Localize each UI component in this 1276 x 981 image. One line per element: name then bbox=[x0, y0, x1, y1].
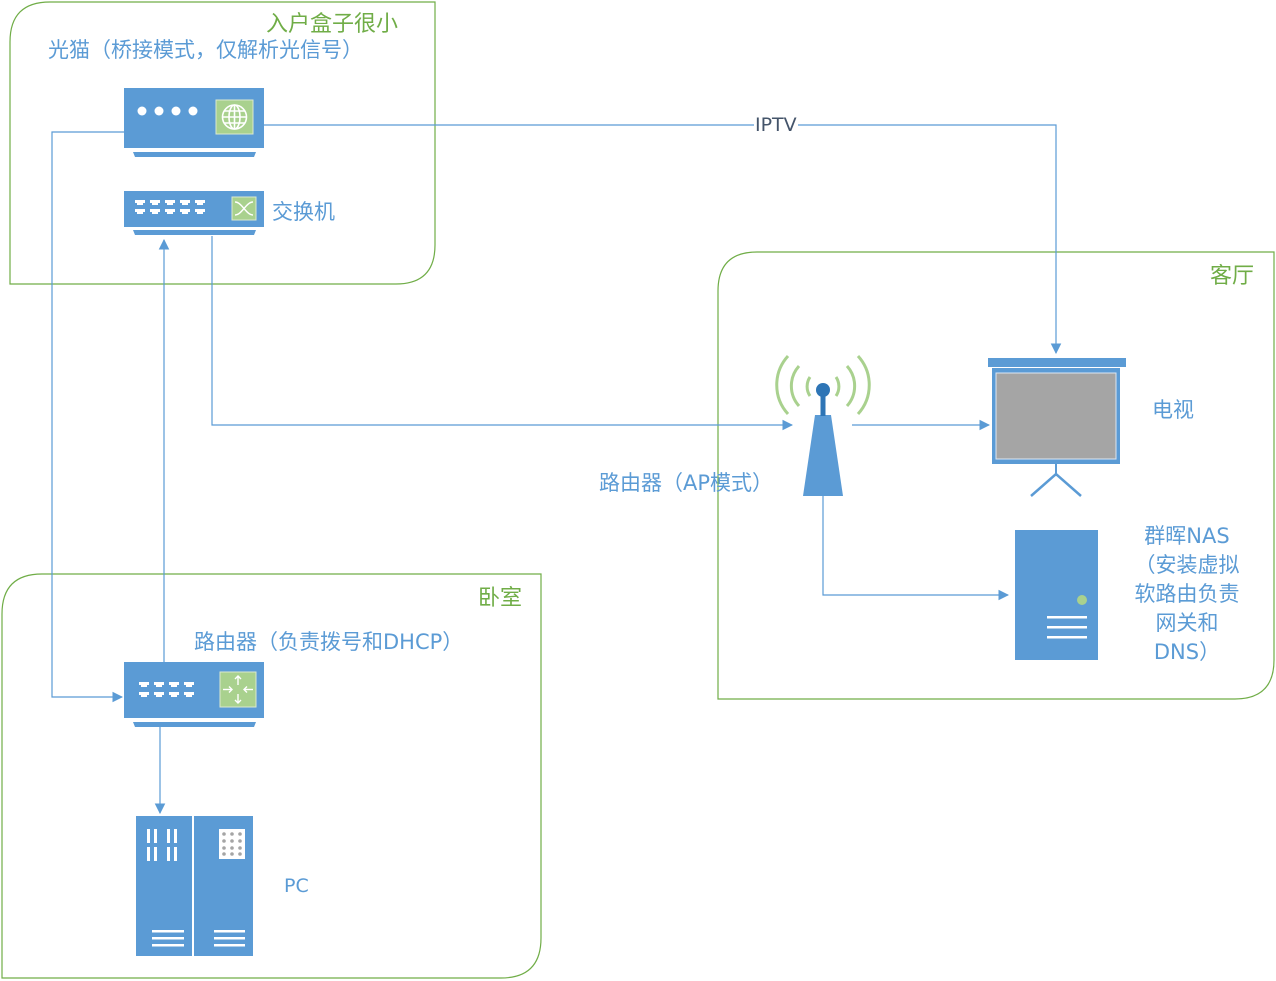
projector-screen-icon[interactable] bbox=[988, 358, 1126, 497]
zone-label-living-room: 客厅 bbox=[1210, 264, 1255, 289]
label-nas-line: 软路由负责 bbox=[1134, 582, 1240, 606]
label-tv: 电视 bbox=[1152, 398, 1194, 422]
modem-globe-icon[interactable] bbox=[124, 88, 264, 157]
label-nas: 群晖NAS （安装虚拟 软路由负责 网关和 DNS） bbox=[1122, 522, 1252, 667]
zone-living-room bbox=[717, 251, 1275, 700]
zone-bedroom bbox=[1, 573, 542, 979]
label-pc: PC bbox=[284, 875, 309, 897]
label-nas-line: 网关和 bbox=[1155, 611, 1219, 635]
connection-label-iptv: IPTV bbox=[754, 114, 798, 136]
label-nas-line: DNS） bbox=[1153, 640, 1221, 664]
link-switch-to-ap bbox=[211, 236, 794, 431]
pc-tower-icon[interactable] bbox=[136, 816, 253, 956]
label-nas-line: 群晖NAS bbox=[1144, 524, 1230, 548]
zone-label-entry-box: 入户盒子很小 bbox=[266, 12, 399, 37]
link-modem-to-router bbox=[51, 131, 124, 703]
label-main-router: 路由器（负责拨号和DHCP） bbox=[194, 630, 464, 654]
zone-entry-box bbox=[9, 1, 436, 285]
label-switch: 交换机 bbox=[272, 200, 335, 224]
label-ap-router: 路由器（AP模式） bbox=[599, 471, 774, 495]
router-icon[interactable] bbox=[124, 662, 264, 727]
link-ap-to-nas bbox=[822, 496, 1010, 601]
wireless-tower-icon[interactable] bbox=[775, 354, 871, 496]
label-optical-modem: 光猫（桥接模式，仅解析光信号） bbox=[48, 38, 363, 62]
label-nas-line: （安装虚拟 bbox=[1134, 553, 1240, 577]
link-iptv bbox=[264, 124, 1062, 355]
zone-label-bedroom: 卧室 bbox=[478, 586, 523, 611]
server-icon[interactable] bbox=[1015, 530, 1098, 660]
switch-icon[interactable] bbox=[124, 191, 264, 235]
